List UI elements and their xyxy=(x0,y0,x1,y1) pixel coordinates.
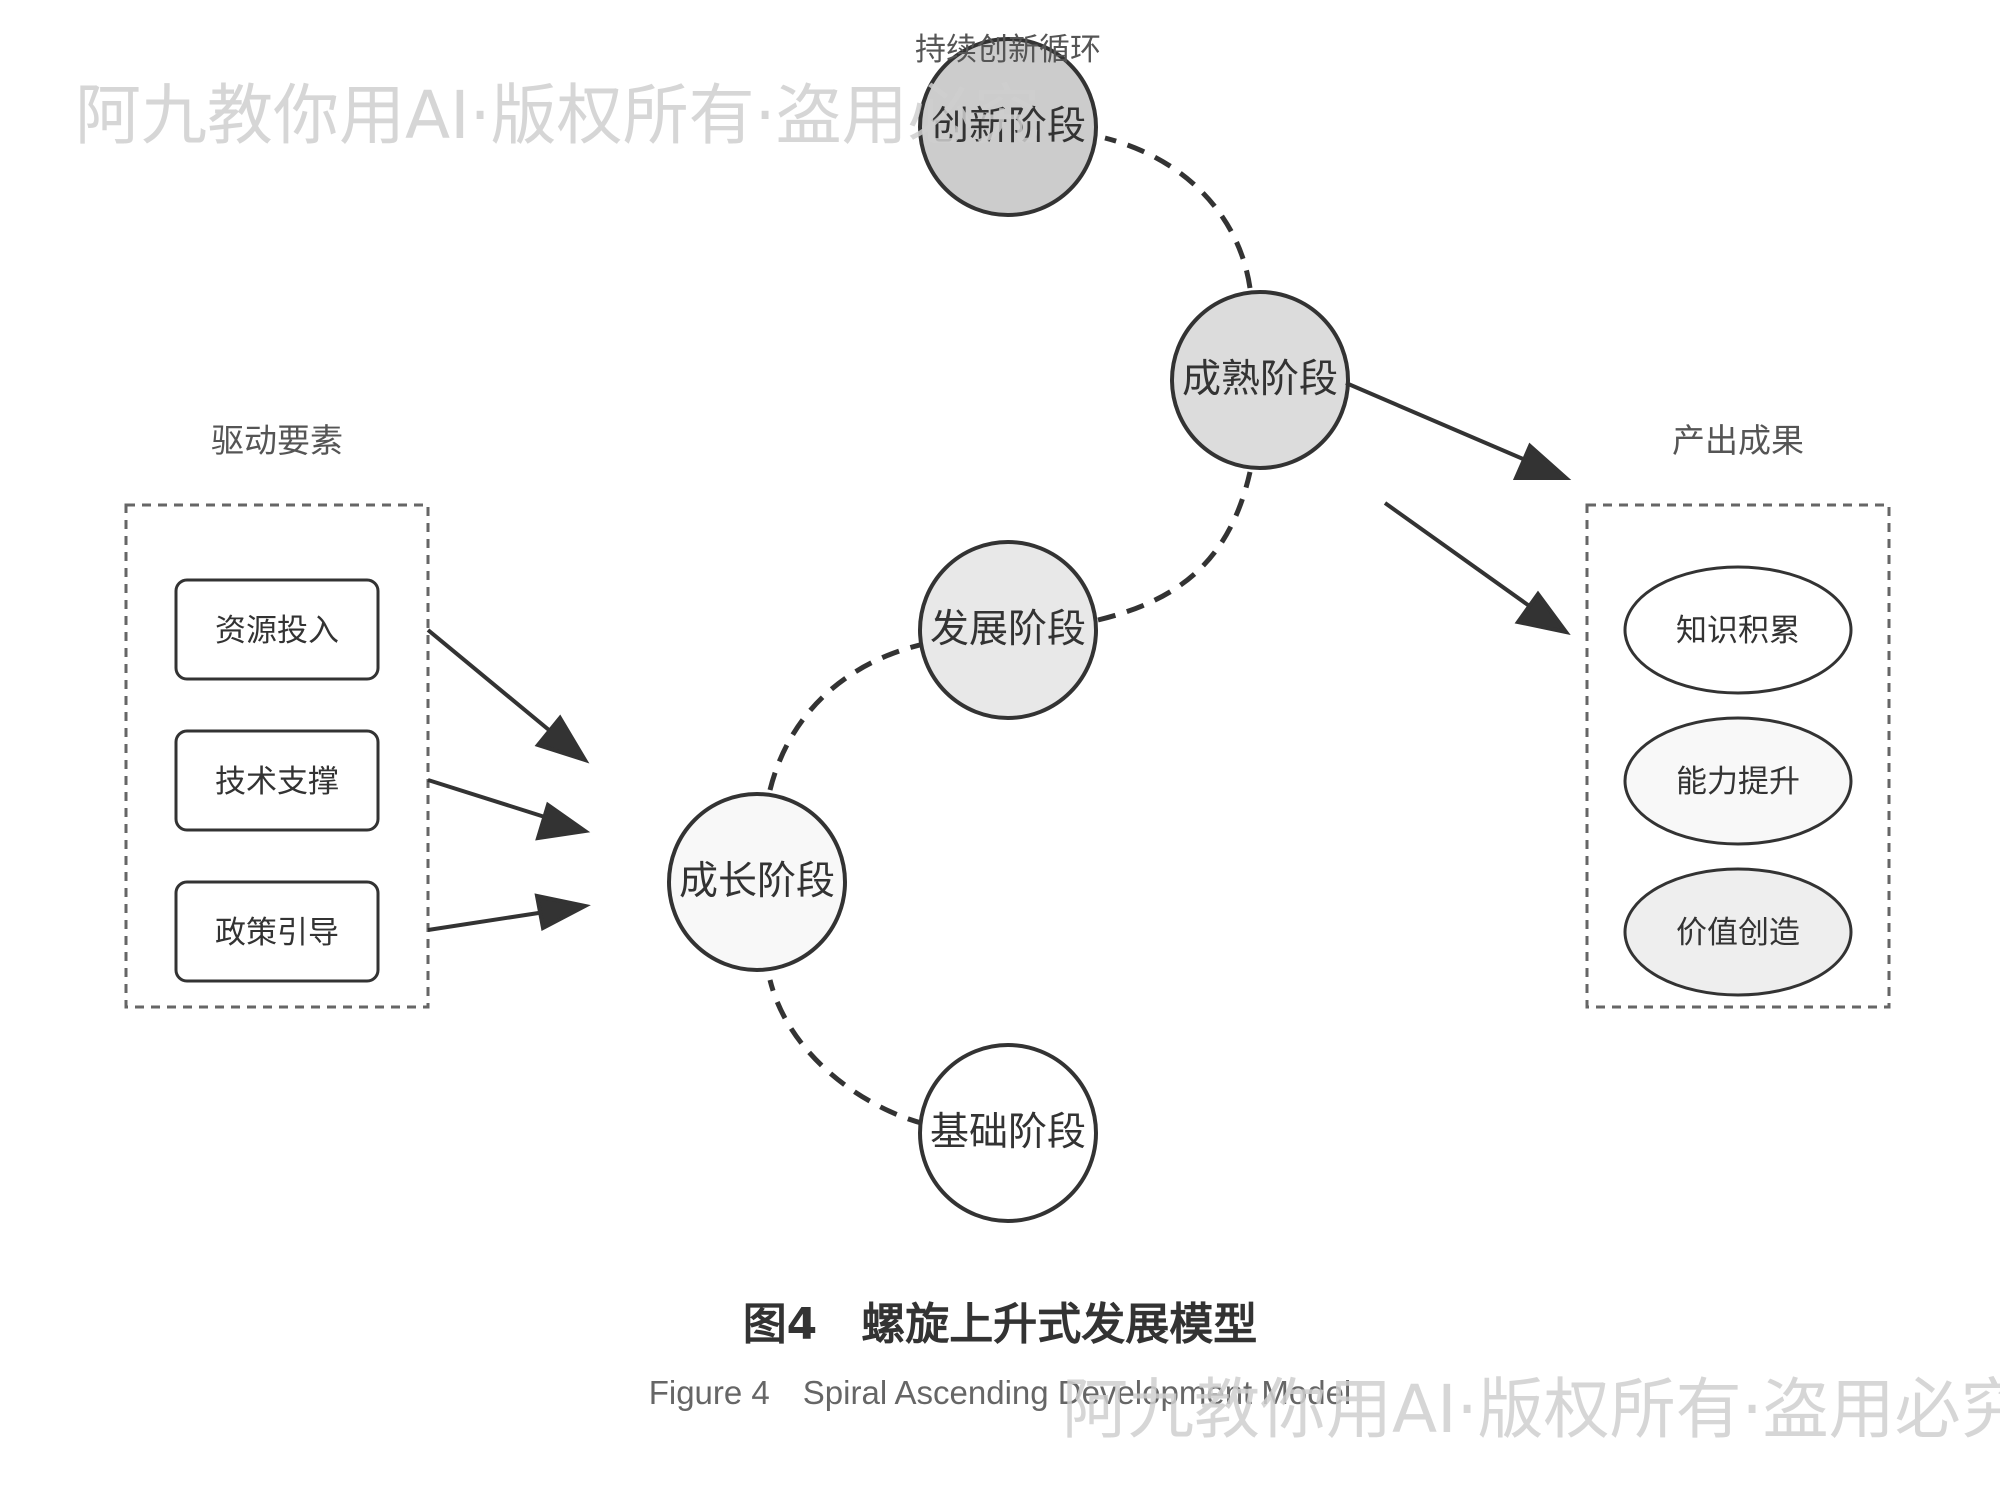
spiral-segment-develop-mature xyxy=(1097,471,1253,623)
stage-innovation: 创新阶段 xyxy=(918,37,1098,217)
outputs-box xyxy=(1585,503,1891,1009)
stage-label: 创新阶段 xyxy=(930,104,1086,149)
driver-label: 技术支撑 xyxy=(215,764,339,800)
drivers-box xyxy=(124,503,430,1009)
caption-chinese: 图4 螺旋上升式发展模型 xyxy=(742,1299,1258,1350)
spiral-segment-growth-develop xyxy=(767,640,929,791)
outputs-group: 产出成果 知识积累 能力提升 价值创造 xyxy=(1585,421,1891,1009)
stage-develop: 发展阶段 xyxy=(918,540,1098,720)
output-label: 知识积累 xyxy=(1676,613,1800,649)
driver-item: 资源投入 xyxy=(174,578,380,681)
output-item: 价值创造 xyxy=(1623,867,1853,997)
driver-item: 技术支撑 xyxy=(174,729,380,832)
stage-label: 成长阶段 xyxy=(679,859,835,904)
spiral-segment-mature-innovate xyxy=(1104,135,1253,289)
output-label: 价值创造 xyxy=(1676,915,1800,951)
spiral-segment-base-growth xyxy=(767,979,926,1127)
output-item: 知识积累 xyxy=(1623,565,1853,695)
stage-label: 发展阶段 xyxy=(930,607,1086,652)
stage-mature: 成熟阶段 xyxy=(1170,290,1350,470)
drivers-title: 驱动要素 xyxy=(211,421,343,460)
stage-label: 成熟阶段 xyxy=(1182,357,1338,402)
cycle-label: 持续创新循环 xyxy=(915,32,1101,68)
arrowhead-icon xyxy=(535,801,591,841)
driver-label: 政策引导 xyxy=(215,915,339,951)
watermark: 阿九教你用AI·版权所有·盗用必究 xyxy=(75,77,1040,154)
arrowhead-icon xyxy=(1514,590,1571,636)
output-arrow xyxy=(1383,501,1537,612)
stage-base: 基础阶段 xyxy=(918,1043,1098,1223)
driver-label: 资源投入 xyxy=(215,613,339,649)
driver-arrow xyxy=(427,778,549,820)
stage-label: 基础阶段 xyxy=(930,1110,1086,1155)
output-arrows xyxy=(1345,381,1572,636)
caption-english: Figure 4 Spiral Ascending Development Mo… xyxy=(648,1374,1352,1411)
driver-arrow xyxy=(426,628,557,737)
arrowhead-icon xyxy=(1512,442,1572,480)
outputs-title: 产出成果 xyxy=(1672,421,1804,460)
output-arrow xyxy=(1345,381,1531,464)
stage-growth: 成长阶段 xyxy=(667,792,847,972)
arrowhead-icon xyxy=(534,893,591,932)
spiral-path xyxy=(767,135,1253,1127)
driver-arrow xyxy=(427,910,546,932)
driver-item: 政策引导 xyxy=(174,880,380,983)
driver-arrows xyxy=(426,628,591,932)
output-label: 能力提升 xyxy=(1676,764,1800,800)
drivers-group: 驱动要素 资源投入 技术支撑 政策引导 xyxy=(124,421,430,1009)
watermark: 阿九教你用AI·版权所有·盗用必究 xyxy=(1062,1371,2000,1448)
arrowhead-icon xyxy=(534,714,590,764)
output-item: 能力提升 xyxy=(1623,716,1853,846)
